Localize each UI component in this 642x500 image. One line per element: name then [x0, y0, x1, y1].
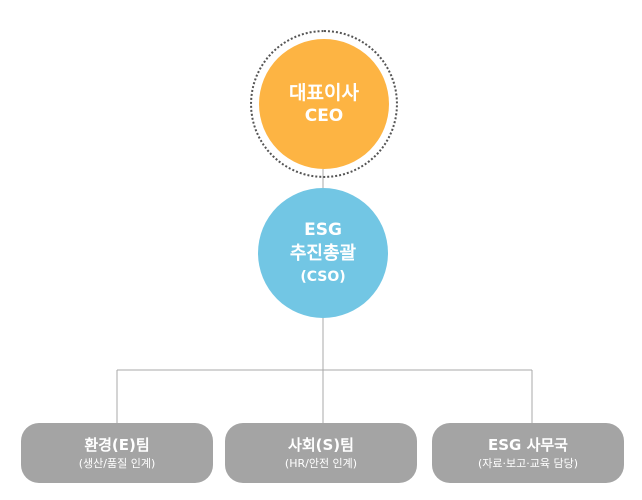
ceo-dotted-ring	[250, 30, 398, 178]
team-social: 사회(S)팀 (HR/안전 인계)	[225, 423, 417, 483]
team-esg-office: ESG 사무국 (자료·보고·교육 담당)	[432, 423, 624, 483]
cso-line1: ESG	[304, 220, 342, 240]
team-environment: 환경(E)팀 (생산/품질 인계)	[21, 423, 213, 483]
team-esg-office-name: ESG 사무국	[488, 436, 568, 454]
team-social-name: 사회(S)팀	[288, 436, 354, 454]
ceo-title: 대표이사	[289, 82, 359, 104]
cso-line2: 추진총괄	[289, 243, 357, 264]
team-social-desc: (HR/안전 인계)	[284, 457, 358, 470]
team-environment-name: 환경(E)팀	[84, 436, 150, 454]
ceo-node: 대표이사 CEO	[259, 39, 389, 169]
cso-line3: (CSO)	[300, 269, 346, 285]
team-esg-office-desc: (자료·보고·교육 담당)	[477, 457, 579, 470]
cso-node: ESG 추진총괄 (CSO)	[258, 188, 388, 318]
team-environment-desc: (생산/품질 인계)	[78, 457, 156, 470]
ceo-subtitle: CEO	[304, 106, 344, 126]
